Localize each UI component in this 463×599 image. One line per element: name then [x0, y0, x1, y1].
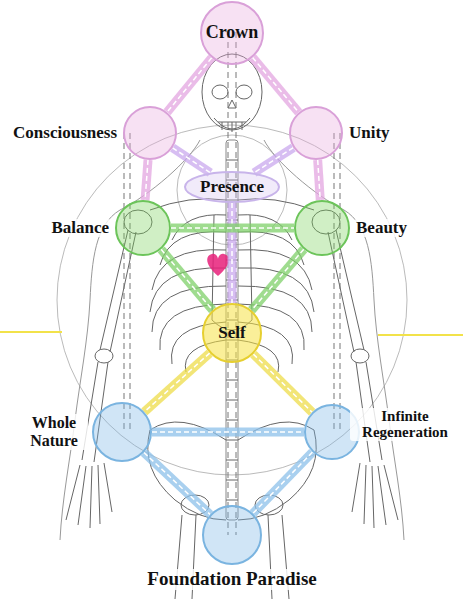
- circle-shape: [116, 201, 170, 255]
- path-connector: [253, 354, 312, 412]
- path-band: [145, 160, 148, 200]
- path-connector: [252, 249, 304, 310]
- circle-shape: [203, 506, 261, 564]
- sephira-circle: Consciousness: [123, 106, 177, 160]
- sephira-label: Self: [216, 324, 247, 343]
- circle-shape: [295, 201, 349, 255]
- sephira-label: Unity: [347, 124, 392, 143]
- circle-shape: [203, 304, 261, 362]
- path-centerline: [252, 249, 304, 310]
- sephira-label: Whole Nature: [20, 414, 88, 449]
- path-band: [171, 224, 294, 233]
- circle-outline: [202, 505, 262, 565]
- sephira-circle: Foundation Paradise: [202, 505, 262, 565]
- path-connector: [152, 432, 304, 433]
- path-connector: [144, 453, 210, 515]
- circle-shape: [185, 172, 279, 202]
- path-centerline: [173, 148, 211, 173]
- path-connector: [253, 452, 313, 513]
- path-centerline: [253, 354, 312, 412]
- circle-shape: [201, 2, 263, 64]
- path-connector: [173, 148, 211, 173]
- path-band: [253, 58, 299, 113]
- sephira-circle: Self: [202, 303, 262, 363]
- path-connector: [171, 228, 294, 229]
- sephira-label: Infinite Regeneration: [350, 408, 460, 441]
- path-connector: [167, 58, 212, 112]
- path-connector: [253, 58, 299, 113]
- path-centerline: [253, 58, 299, 113]
- circle-outline: [294, 200, 350, 256]
- path-connector: [318, 160, 321, 200]
- circle-shape: [290, 107, 342, 159]
- path-centerline: [318, 160, 321, 200]
- path-band: [173, 148, 211, 173]
- sephira-circle: Infinite Regeneration: [304, 404, 360, 460]
- circle-outline: [92, 402, 152, 462]
- path-band: [253, 452, 313, 513]
- path-band: [228, 203, 237, 303]
- circle-outline: [123, 106, 177, 160]
- path-band: [161, 249, 212, 310]
- path-connector: [145, 160, 148, 200]
- path-centerline: [231, 203, 233, 303]
- path-centerline: [253, 452, 313, 513]
- sephira-circle: Crown: [200, 1, 264, 65]
- path-centerline: [145, 160, 148, 200]
- path-band: [254, 148, 293, 173]
- path-band: [253, 354, 312, 412]
- sephira-circle: Unity: [289, 106, 343, 160]
- path-centerline: [171, 227, 294, 229]
- sephira-circle: Beauty: [294, 200, 350, 256]
- path-band: [144, 453, 210, 515]
- sephira-circle: Balance: [115, 200, 171, 256]
- path-band: [318, 160, 321, 200]
- sephira-label: Foundation Paradise: [145, 569, 318, 590]
- sephira-circle: Whole Nature: [92, 402, 152, 462]
- path-centerline: [161, 249, 212, 310]
- sephira-label: Presence: [198, 178, 266, 197]
- path-band: [167, 58, 212, 112]
- circle-outline: [289, 106, 343, 160]
- path-connector: [254, 148, 293, 173]
- path-centerline: [167, 58, 212, 112]
- path-band: [144, 353, 209, 412]
- sephira-label: Crown: [204, 23, 261, 43]
- path-connector: [144, 353, 209, 412]
- circle-shape: [124, 107, 176, 159]
- path-band: [252, 249, 304, 310]
- sephira-label: Consciousness: [11, 124, 119, 143]
- sephira-label: Balance: [49, 219, 111, 238]
- path-connector: [232, 203, 233, 303]
- path-band: [152, 428, 304, 437]
- path-connector: [161, 249, 212, 310]
- sephira-label: Beauty: [354, 219, 409, 238]
- path-centerline: [144, 353, 209, 412]
- circle-outline: [115, 200, 171, 256]
- path-centerline: [144, 453, 210, 515]
- path-centerline: [152, 431, 304, 433]
- path-centerline: [254, 148, 293, 173]
- sephira-circle: Presence: [184, 171, 280, 203]
- circle-shape: [93, 403, 151, 461]
